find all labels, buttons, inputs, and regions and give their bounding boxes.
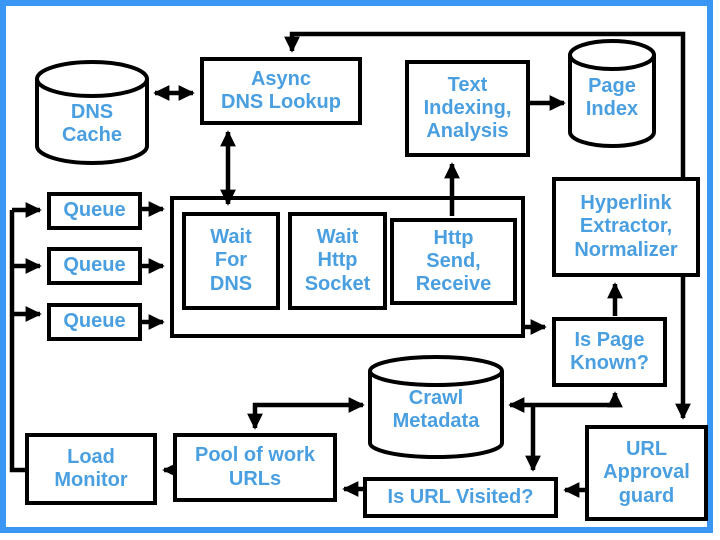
load-monitor-label: Load Monitor bbox=[54, 445, 128, 491]
page-index-cylinder-rim bbox=[568, 54, 656, 71]
node-is-url-visited: Is URL Visited? bbox=[363, 477, 558, 518]
async-dns-lookup-label: Async DNS Lookup bbox=[221, 67, 341, 113]
queue-1-label: Queue bbox=[63, 199, 126, 222]
slide-border-frame bbox=[0, 0, 713, 533]
node-url-approval-guard: URL Approval guard bbox=[585, 425, 708, 521]
dns-cache-cylinder bbox=[35, 60, 149, 165]
text-indexing-label: Text Indexing, Analysis bbox=[423, 73, 512, 143]
queue-3-label: Queue bbox=[63, 310, 126, 333]
node-hyperlink-extractor: Hyperlink Extractor, Normalizer bbox=[552, 177, 700, 277]
wait-http-socket-label: Wait Http Socket bbox=[304, 226, 371, 295]
node-pool-of-work-urls: Pool of work URLs bbox=[173, 433, 337, 502]
pool-of-work-urls-label: Pool of work URLs bbox=[195, 444, 315, 490]
node-load-monitor: Load Monitor bbox=[25, 433, 157, 505]
node-wait-for-dns: Wait For DNS bbox=[182, 212, 280, 310]
node-dns-cache: DNS Cache bbox=[37, 96, 147, 152]
node-crawl-metadata: Crawl Metadata bbox=[370, 382, 502, 438]
node-wait-http-socket: Wait Http Socket bbox=[288, 212, 387, 310]
node-queue-2: Queue bbox=[47, 247, 142, 285]
is-url-visited-label: Is URL Visited? bbox=[387, 485, 534, 508]
url-approval-guard-label: URL Approval guard bbox=[603, 438, 690, 507]
node-text-indexing: Text Indexing, Analysis bbox=[405, 60, 530, 157]
line-loadmonitor-riser bbox=[9, 210, 26, 473]
dns-cache-label: DNS Cache bbox=[61, 100, 123, 146]
page-index-label: Page Index bbox=[585, 74, 639, 120]
node-queue-1: Queue bbox=[47, 192, 142, 230]
hyperlink-extractor-label: Hyperlink Extractor, Normalizer bbox=[574, 192, 678, 261]
crawl-metadata-label: Crawl Metadata bbox=[392, 386, 480, 432]
arrow-pool-crawlmetadata-bidirectional bbox=[247, 397, 365, 430]
node-is-page-known: Is Page Known? bbox=[552, 317, 667, 387]
node-page-index: Page Index bbox=[570, 70, 654, 126]
is-page-known-label: Is Page Known? bbox=[570, 328, 649, 374]
wait-for-dns-label: Wait For DNS bbox=[209, 226, 253, 295]
node-async-dns-lookup: Async DNS Lookup bbox=[200, 57, 362, 125]
node-queue-3: Queue bbox=[47, 303, 142, 341]
queue-2-label: Queue bbox=[63, 254, 126, 277]
arrow-hyperlink-to-async bbox=[284, 31, 686, 178]
node-http-send-receive: Http Send, Receive bbox=[390, 218, 517, 305]
crawl-metadata-cylinder-rim bbox=[368, 370, 504, 387]
dns-cache-cylinder-rim bbox=[35, 78, 149, 98]
http-send-receive-label: Http Send, Receive bbox=[415, 226, 492, 296]
